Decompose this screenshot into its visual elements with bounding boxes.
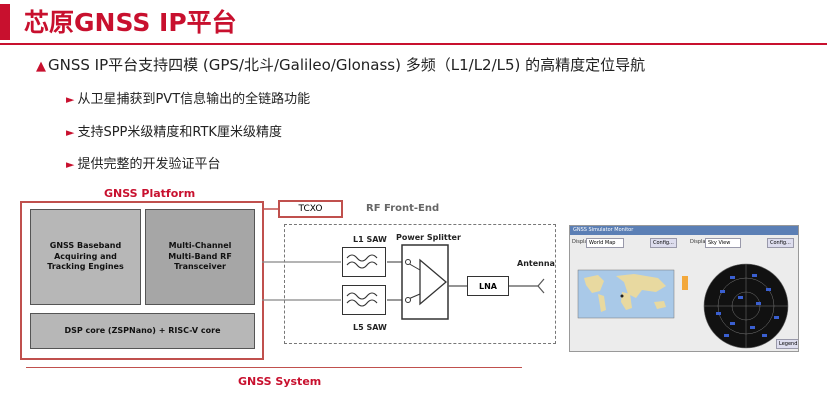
right-display-select[interactable]: Sky View — [705, 238, 741, 248]
simulator-screenshot: GNSS Simulator Monitor Display World Map… — [569, 225, 799, 352]
main-bullet: ▲GNSS IP平台支持四模 (GPS/北斗/Galileo/Glonass) … — [36, 54, 645, 75]
l5-saw-block — [342, 285, 386, 315]
rf-frontend-box — [284, 224, 556, 344]
rf-frontend-label: RF Front-End — [366, 203, 440, 214]
screenshot-window-title: GNSS Simulator Monitor — [570, 226, 798, 235]
arrow-bullet-icon: ► — [66, 93, 75, 106]
right-display-label: Display — [690, 239, 709, 245]
screenshot-visuals — [577, 263, 789, 349]
transceiver-block: Multi-Channel Multi-Band RF Transceiver — [145, 209, 255, 305]
dsp-block: DSP core (ZSPNano) + RISC-V core — [30, 313, 255, 349]
left-display-label: Display — [572, 239, 591, 245]
power-splitter-label: Power Splitter — [396, 233, 461, 242]
lna-block: LNA — [467, 276, 509, 296]
triangle-bullet-icon: ▲ — [36, 59, 46, 74]
sub-bullet: ►从卫星捕获到PVT信息输出的全链路功能 — [66, 88, 310, 107]
right-config-button[interactable]: Config... — [767, 238, 794, 248]
sub-bullet-text: 提供完整的开发验证平台 — [77, 157, 221, 172]
page-title: 芯原GNSS IP平台 — [24, 8, 237, 37]
left-config-button[interactable]: Config... — [650, 238, 677, 248]
title-accent-bar — [0, 4, 10, 40]
system-label: GNSS System — [238, 375, 322, 388]
antenna-label: Antenna — [517, 259, 555, 268]
sub-bullet: ►提供完整的开发验证平台 — [66, 153, 220, 172]
gnss-platform-box — [20, 201, 264, 360]
arrow-bullet-icon: ► — [66, 158, 75, 171]
baseband-block: GNSS Baseband Acquiring and Tracking Eng… — [30, 209, 141, 305]
l1-saw-label: L1 SAW — [353, 235, 387, 244]
title-underline — [0, 43, 827, 45]
arrow-bullet-icon: ► — [66, 126, 75, 139]
sub-bullet-text: 支持SPP米级精度和RTK厘米级精度 — [77, 125, 282, 140]
l1-saw-block — [342, 247, 386, 277]
legend-button[interactable]: Legend... — [776, 339, 798, 349]
tcxo-block: TCXO — [278, 200, 343, 218]
main-bullet-text: GNSS IP平台支持四模 (GPS/北斗/Galileo/Glonass) 多… — [48, 56, 646, 74]
platform-label: GNSS Platform — [104, 187, 196, 200]
system-divider — [26, 367, 522, 368]
left-display-select[interactable]: World Map — [586, 238, 624, 248]
l5-saw-label: L5 SAW — [353, 323, 387, 332]
sub-bullet: ►支持SPP米级精度和RTK厘米级精度 — [66, 121, 282, 140]
sub-bullet-text: 从卫星捕获到PVT信息输出的全链路功能 — [77, 92, 311, 107]
